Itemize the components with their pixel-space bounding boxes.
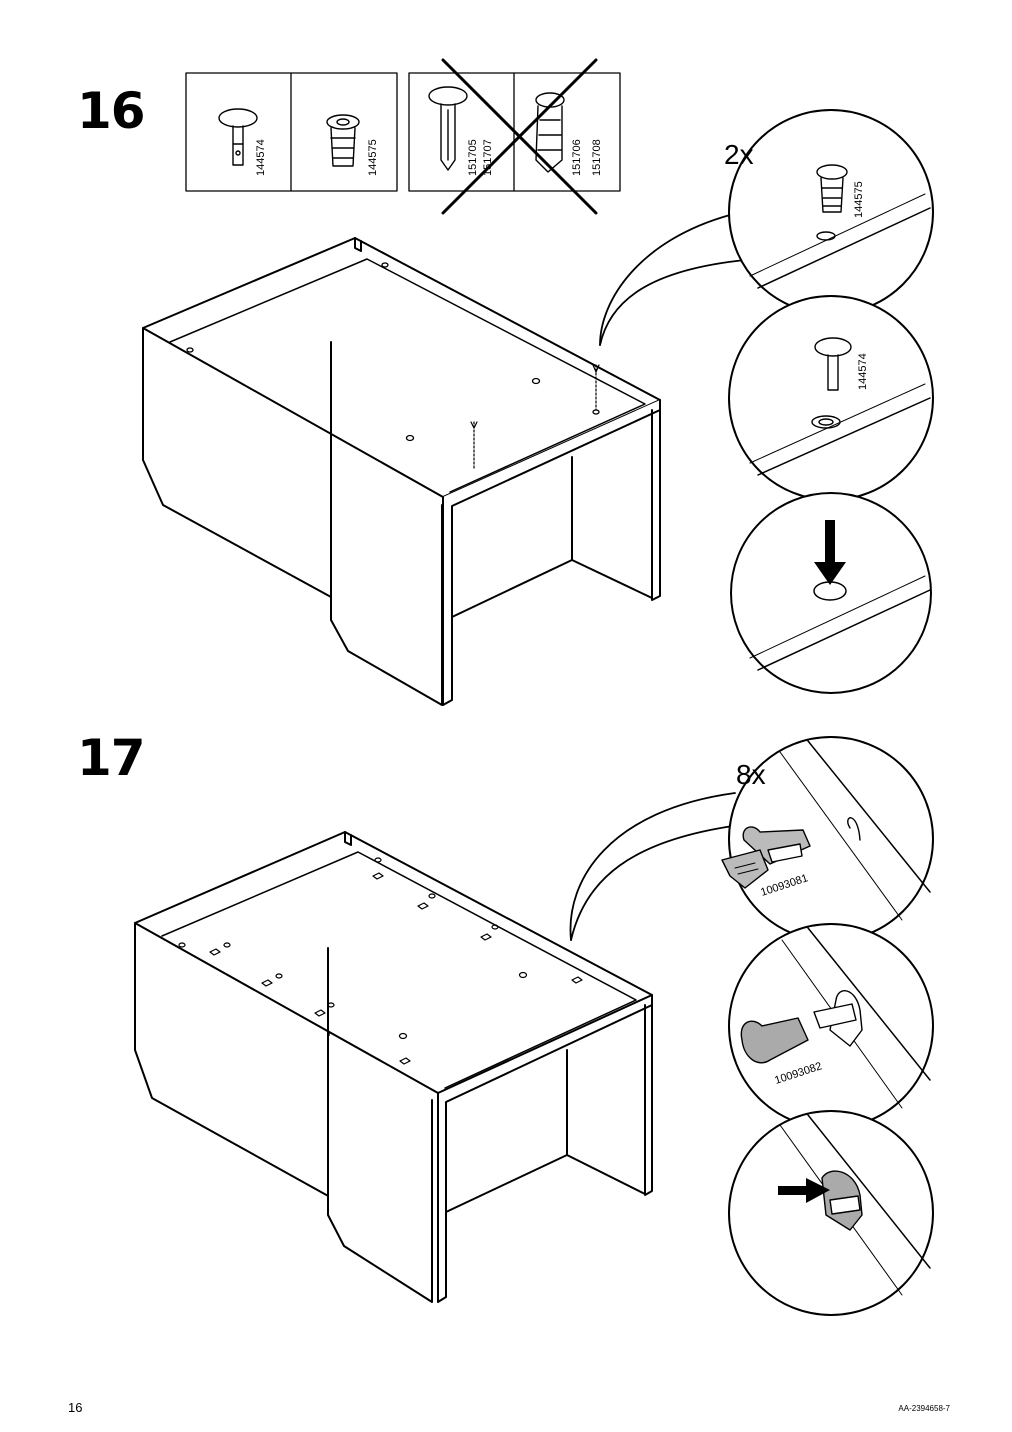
long-plug-icon xyxy=(535,92,565,173)
quantity-8x: 8x xyxy=(736,759,766,790)
detail-circle-dowel xyxy=(728,295,934,501)
step-17-number: 17 xyxy=(77,729,146,787)
detail-circle-clip xyxy=(721,736,934,942)
detail-code-plug: 144575 xyxy=(853,181,865,218)
detail-code-dowel: 144574 xyxy=(857,353,869,390)
callout-bubble-16 xyxy=(599,214,746,346)
not-allowed-x-icon xyxy=(441,58,598,215)
step-16-number: 16 xyxy=(77,82,146,140)
dowel-icon xyxy=(811,337,852,429)
clip-inserted-icon xyxy=(821,1170,863,1231)
part-code-151707: 151707 xyxy=(482,139,494,176)
push-right-arrow-icon xyxy=(778,1178,830,1203)
cabinet-step-17 xyxy=(134,831,653,1303)
detail-circle-insert xyxy=(728,1110,934,1316)
parts-allowed-box xyxy=(185,72,398,192)
document-code: AA-2394658-7 xyxy=(898,1404,950,1413)
clip-alt-icon xyxy=(740,990,863,1064)
detail-circle-plug xyxy=(728,109,934,315)
long-dowel-icon xyxy=(428,86,468,171)
cabinet-step-16 xyxy=(142,237,661,706)
detail-circle-press xyxy=(730,492,932,694)
part-code-144574: 144574 xyxy=(255,139,267,176)
detail-circle-clip-alt xyxy=(728,923,934,1129)
quantity-2x: 2x xyxy=(724,139,754,170)
parts-not-allowed-box xyxy=(408,58,621,215)
part-code-144575: 144575 xyxy=(367,139,379,176)
plastic-plug-icon xyxy=(326,114,360,167)
clip-icon xyxy=(721,826,811,889)
page-number: 16 xyxy=(68,1400,83,1415)
cam-dowel-icon xyxy=(218,108,258,166)
press-down-arrow-icon xyxy=(814,520,846,585)
part-code-151705: 151705 xyxy=(467,139,479,176)
part-code-151708: 151708 xyxy=(591,139,603,176)
plug-icon xyxy=(816,164,848,241)
part-code-151706: 151706 xyxy=(571,139,583,176)
callout-bubble-17 xyxy=(569,792,741,941)
